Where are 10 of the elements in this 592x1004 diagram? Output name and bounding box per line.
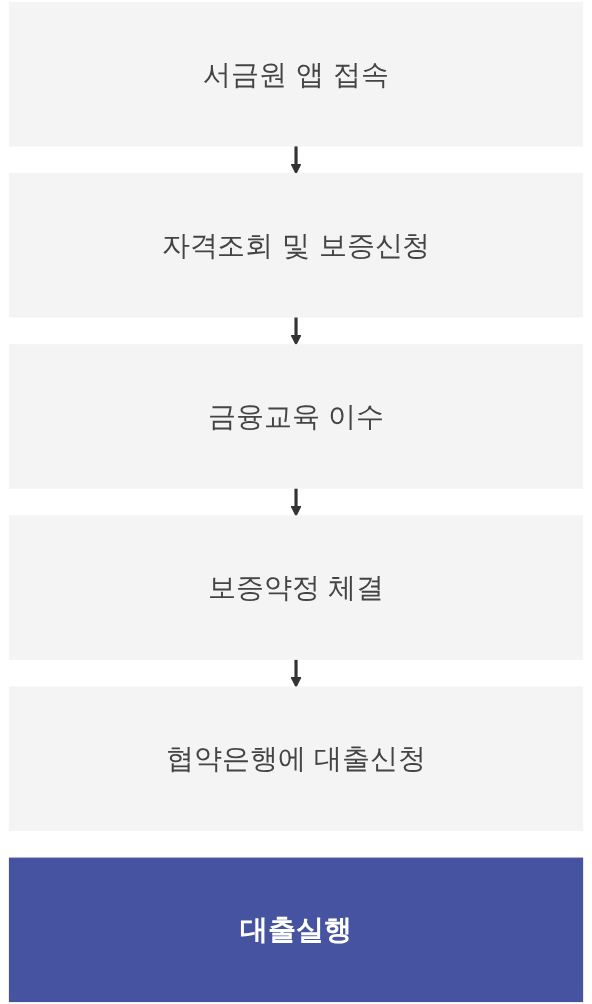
arrow xyxy=(290,316,302,346)
node-box: 금융교육 이수 xyxy=(8,344,584,489)
arrow xyxy=(290,145,302,175)
node-box: 대출실행 xyxy=(8,857,584,1003)
arrow xyxy=(290,659,302,688)
node-box: 자격조회 및 보증신청 xyxy=(8,173,584,318)
node-box: 서금원 앱 접속 xyxy=(8,1,584,147)
node-box: 협약은행에 대출신청 xyxy=(8,686,584,831)
arrow xyxy=(290,488,302,517)
node-box: 보증약정 체결 xyxy=(8,515,584,660)
